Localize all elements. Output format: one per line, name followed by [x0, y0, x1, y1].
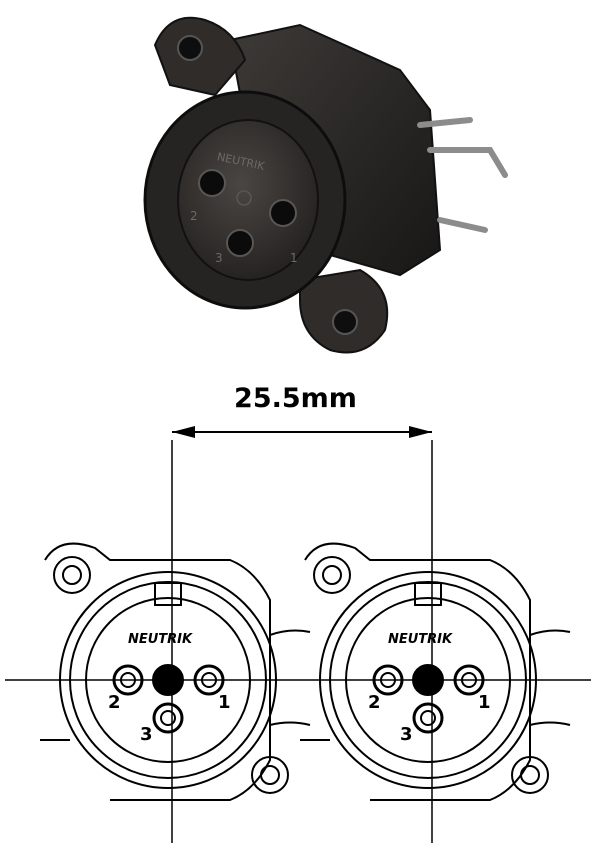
- photo-pin-label-3: 3: [215, 251, 223, 265]
- pin-label-2-right: 2: [368, 692, 381, 713]
- pin-2: [112, 664, 144, 696]
- connector-drawing-right: [300, 542, 571, 801]
- pin-label-3-right: 3: [400, 724, 413, 745]
- rear-pin: [269, 721, 311, 726]
- outer-ring: [319, 571, 537, 789]
- dimension-arrow-right: [409, 426, 432, 438]
- photo-pin-label-2: 2: [190, 209, 198, 223]
- top-mounting-hole: [313, 556, 351, 594]
- rear-pin: [417, 117, 473, 128]
- pin-label-3-left: 3: [140, 724, 153, 745]
- dimension-arrow-left: [172, 426, 195, 438]
- pin-3: [412, 702, 444, 734]
- connector-photo: NEUTRIK 2 3 1: [143, 16, 508, 354]
- pin-label-1-left: 1: [218, 692, 231, 713]
- pin-1: [453, 664, 485, 696]
- pin-2: [372, 664, 404, 696]
- flange-outline: [304, 542, 531, 801]
- pin-socket-1: [269, 199, 297, 227]
- bottom-mounting-hole: [332, 309, 358, 335]
- pin-socket-2: [198, 169, 226, 197]
- top-mounting-hole: [177, 35, 203, 61]
- pin-label-2-left: 2: [108, 692, 121, 713]
- pin-1: [193, 664, 225, 696]
- bottom-mounting-hole: [511, 756, 549, 794]
- insert-face: [345, 597, 511, 763]
- brand-text-left: NEUTRIK: [128, 632, 193, 647]
- rear-pin: [529, 629, 571, 636]
- photo-pin-label-1: 1: [290, 251, 298, 265]
- top-flange: [153, 16, 247, 97]
- rear-pin: [437, 217, 488, 233]
- pin-label-1-right: 1: [478, 692, 491, 713]
- top-mounting-hole: [53, 556, 91, 594]
- insert-face: [177, 119, 319, 281]
- brand-text-right: NEUTRIK: [388, 632, 453, 647]
- key-slot: [414, 582, 442, 606]
- pin-socket-3: [226, 229, 254, 257]
- key-slot: [154, 582, 182, 606]
- outer-ring: [59, 571, 277, 789]
- ground-mark: [236, 190, 252, 206]
- rear-pin: [427, 147, 508, 178]
- pin-3: [152, 702, 184, 734]
- flange-outline: [44, 542, 271, 801]
- insert-face: [85, 597, 251, 763]
- spacing-dimension-label: 25.5mm: [234, 383, 357, 414]
- rear-pin: [529, 721, 571, 726]
- bottom-mounting-hole: [251, 756, 289, 794]
- technical-drawing: NEUTRIK 2 1 3 NEUTRIK 2 1: [5, 426, 591, 843]
- pin-center: [412, 664, 444, 696]
- pin-center: [152, 664, 184, 696]
- connector-drawing-left: [40, 542, 311, 801]
- rear-pin: [269, 629, 311, 636]
